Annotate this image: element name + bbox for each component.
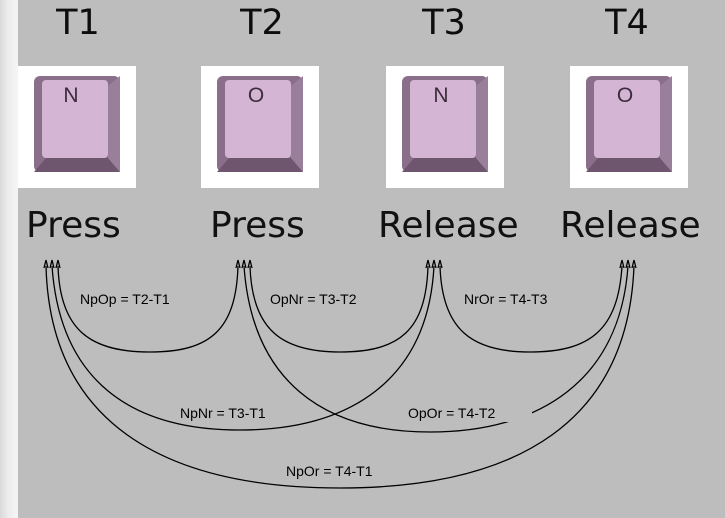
tick-cluster-release-o [619,259,637,269]
event-label-1: Press [26,205,121,246]
key-card-n-press: N [18,66,136,188]
key-letter: O [247,84,265,107]
arc-nr-or [439,265,623,353]
time-label-t2: T2 [240,3,284,43]
key-card-o-release: O [570,66,688,188]
arc-op-nr [249,265,429,353]
tick-cluster-release-n [425,259,443,269]
time-label-t3: T3 [422,3,466,43]
interval-label-op-nr: OpNr = T3-T2 [270,291,357,307]
key-letter: O [616,84,634,107]
time-label-t4: T4 [605,3,649,43]
key-letter: N [63,84,79,107]
event-label-3: Release [378,205,519,246]
arc-np-or [45,265,635,489]
tick-cluster-press-o [235,259,253,269]
arc-np-nr [51,265,435,431]
keycap-icon [217,76,303,172]
tick-cluster-press-n [43,259,61,269]
interval-label-np-or: NpOr = T4-T1 [286,463,373,479]
key-letter: N [433,84,449,107]
key-card-n-release: N [386,66,504,188]
interval-label-np-op: NpOp = T2-T1 [80,291,170,307]
arc-np-op [57,265,239,353]
interval-label-nr-or: NrOr = T4-T3 [464,291,548,307]
event-label-2: Press [210,205,305,246]
keycap-icon [586,76,672,172]
keycap-icon [34,76,120,172]
keycap-icon [402,76,488,172]
event-label-4: Release [560,205,701,246]
interval-label-op-or: OpOr = T4-T2 [408,405,495,421]
interval-label-np-nr: NpNr = T3-T1 [180,405,266,421]
arc-op-or [243,265,629,433]
time-label-t1: T1 [56,3,100,43]
key-card-o-press: O [201,66,319,188]
